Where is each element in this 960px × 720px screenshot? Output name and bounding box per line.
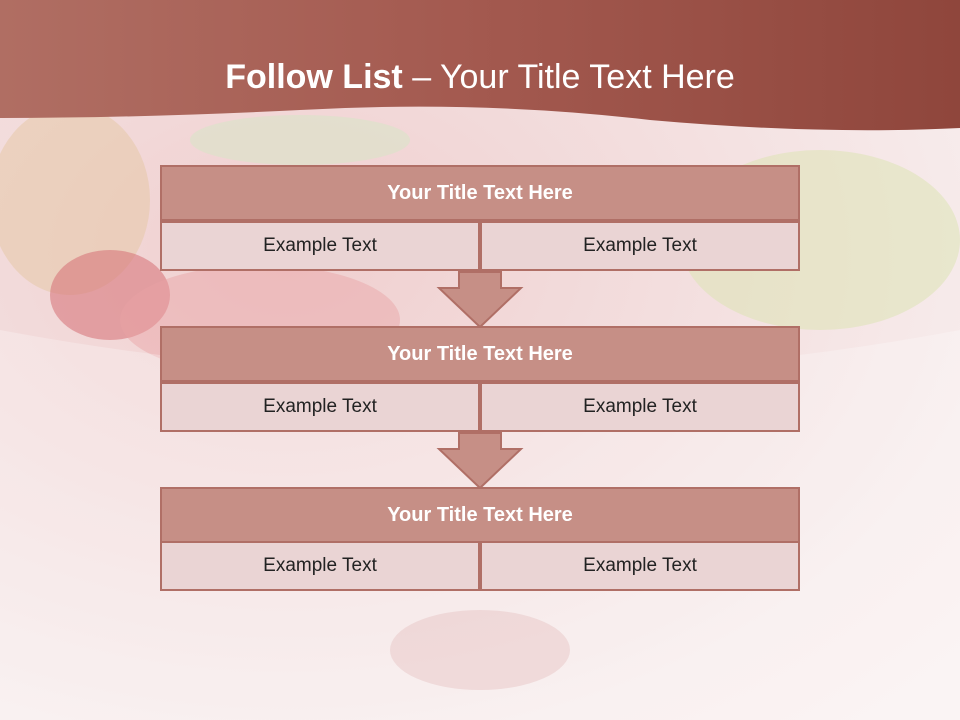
block-cell-right: Example Text bbox=[480, 221, 800, 271]
slide-title: Follow List – Your Title Text Here bbox=[0, 52, 960, 102]
block-cell-left: Example Text bbox=[160, 382, 480, 432]
down-arrow-icon bbox=[436, 432, 524, 490]
block-cell-right: Example Text bbox=[480, 382, 800, 432]
down-arrow-icon bbox=[436, 271, 524, 329]
block-title: Your Title Text Here bbox=[160, 326, 800, 382]
block-title: Your Title Text Here bbox=[160, 165, 800, 221]
title-bold: Follow List bbox=[225, 58, 403, 96]
header-band bbox=[0, 0, 960, 131]
block-cell-right: Example Text bbox=[480, 541, 800, 591]
title-rest: – Your Title Text Here bbox=[402, 58, 735, 96]
block-title: Your Title Text Here bbox=[160, 487, 800, 543]
block-cell-left: Example Text bbox=[160, 541, 480, 591]
block-cell-left: Example Text bbox=[160, 221, 480, 271]
